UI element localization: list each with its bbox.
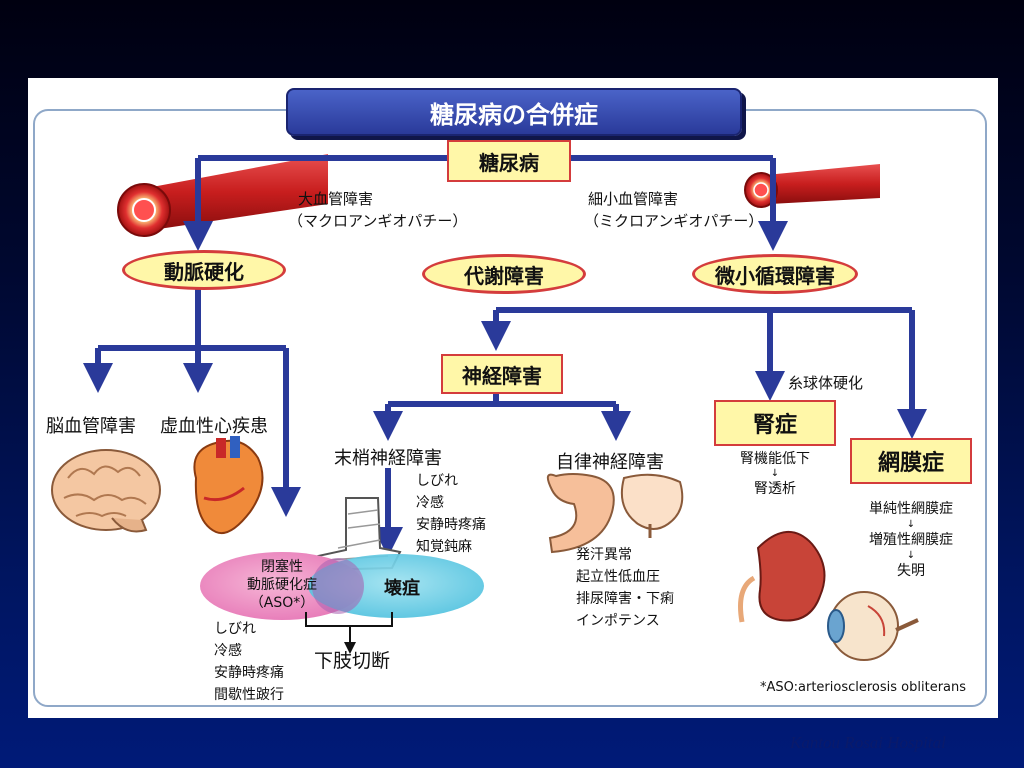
connector-lines [83,155,927,557]
bladder-image [620,473,684,538]
eye-image [827,591,919,661]
stomach-image [546,473,615,554]
peripheral-symptoms: しびれ 冷感 安静時疼痛 知覚鈍麻 [416,473,486,555]
node-aso: 閉塞性 動脈硬化症 （ASO*） [247,559,317,611]
macro-label: 大血管障害 [298,190,374,208]
node-gangrene: 壊疽 [384,578,420,599]
kidney-image [738,530,826,623]
title-banner: 糖尿病の合併症 [286,88,742,136]
macro-sub: （マクロアンギオパチー） [288,212,468,230]
footnote: *ASO:arteriosclerosis obliterans [760,680,967,695]
node-nephropathy: 腎症 [714,400,836,446]
glomerulosclerosis-label: 糸球体硬化 [788,374,864,392]
node-diabetes: 糖尿病 [447,140,571,182]
micro-sub: （ミクロアンギオパチー） [584,212,764,230]
aso-symptoms: しびれ 冷感 安静時疼痛 間歇性跛行 [214,621,284,703]
small-vessel-image [744,164,880,208]
slide: 糖尿病の合併症 糖尿病 大血管障害 （マクロアンギオパチー） 細小血管障害 （ミ… [28,78,998,718]
node-autonomic-neuropathy: 自律神経障害 [556,452,664,473]
node-ischemic-heart: 虚血性心疾患 [160,416,268,437]
node-microcirculation: 微小循環障害 [692,254,858,294]
diagram-canvas [33,109,987,707]
node-arteriosclerosis: 動脈硬化 [122,250,286,290]
brain-image [51,449,161,533]
node-amputation: 下肢切断 [314,650,391,672]
node-peripheral-neuropathy: 末梢神経障害 [334,448,442,469]
node-retinopathy: 網膜症 [850,438,972,484]
node-neuropathy: 神経障害 [441,354,563,394]
micro-label: 細小血管障害 [588,190,679,208]
autonomic-symptoms: 発汗異常 起立性低血圧 排尿障害・下痢 インポテンス [576,547,674,629]
renal-progression: 腎機能低下 ↓ 腎透析 [740,451,810,497]
node-metabolic: 代謝障害 [422,254,586,294]
footer-credit: Kantou Rosai Hospital [790,733,946,752]
large-vessel-image [117,154,328,237]
retinal-progression: 単純性網膜症 ↓ 増殖性網膜症 ↓ 失明 [869,501,953,579]
node-cerebrovascular: 脳血管障害 [46,416,136,437]
heart-image [193,436,264,534]
